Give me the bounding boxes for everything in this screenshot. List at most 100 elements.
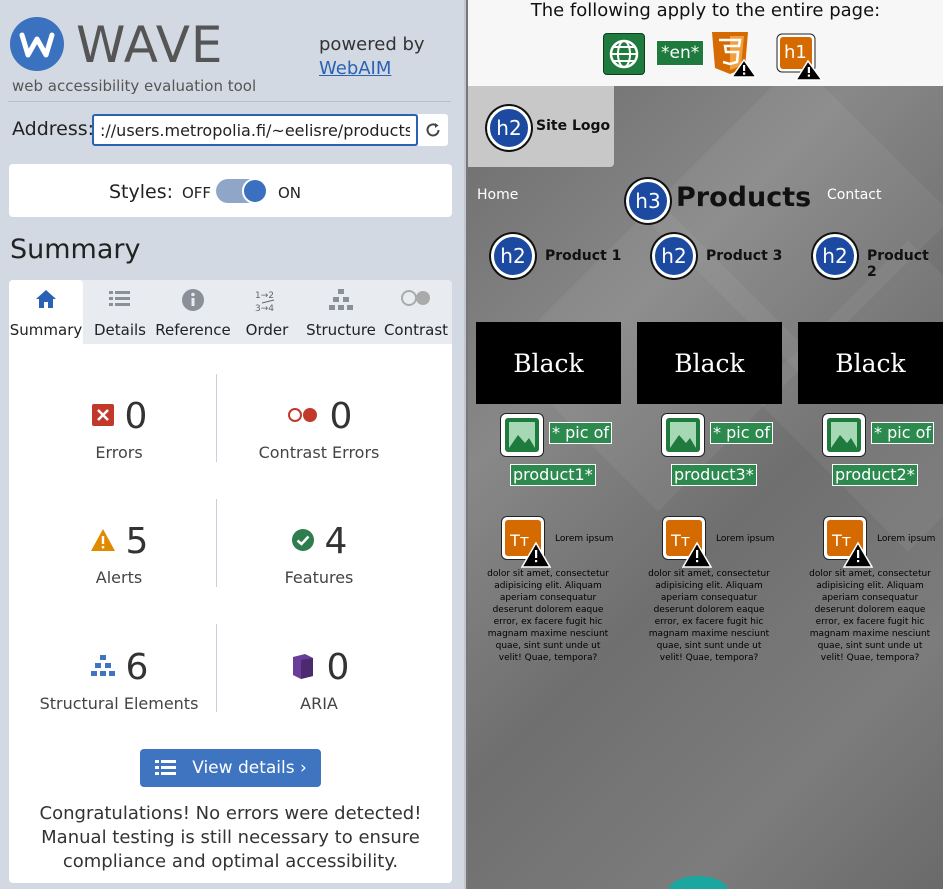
structure-icon bbox=[329, 289, 353, 310]
address-label: Address: bbox=[12, 118, 95, 140]
view-details-button[interactable]: View details › bbox=[140, 749, 321, 787]
html-alert-badge[interactable] bbox=[710, 30, 758, 78]
alerts-label: Alerts bbox=[95, 568, 143, 587]
products-heading: Products bbox=[676, 182, 812, 213]
styles-toggle[interactable] bbox=[216, 178, 268, 204]
heading-alert-icon bbox=[776, 33, 824, 81]
font-size-alert-icon: Tт bbox=[505, 520, 552, 568]
features-stat[interactable]: 4 Features bbox=[219, 521, 419, 587]
aria-label: ARIA bbox=[300, 694, 338, 713]
h1-alert-badge[interactable]: h1 bbox=[776, 33, 824, 81]
structural-stat[interactable]: 6 Structural Elements bbox=[19, 647, 219, 713]
list-icon bbox=[155, 760, 177, 775]
heading-h2-badge[interactable]: h2 bbox=[487, 106, 531, 150]
aria-stat[interactable]: 0 ARIA bbox=[219, 647, 419, 713]
structure-icon bbox=[90, 654, 115, 676]
features-count: 4 bbox=[324, 521, 348, 562]
text-alert-icon[interactable]: Tт bbox=[501, 516, 552, 568]
image-icon bbox=[827, 418, 861, 452]
nav-contact-link[interactable]: Contact bbox=[827, 187, 882, 203]
contrast-error-icon bbox=[287, 407, 317, 422]
alerts-stat[interactable]: 5 Alerts bbox=[19, 521, 219, 587]
wave-sidebar: WAVE web accessibility evaluation tool p… bbox=[0, 0, 466, 889]
site-logo-box[interactable]: h2 Site Logo bbox=[468, 86, 614, 167]
product-heading: Product 1 bbox=[545, 248, 622, 264]
h1-badge-label: h1 bbox=[784, 42, 807, 63]
tab-label: Structure bbox=[306, 321, 376, 339]
product-image: Black bbox=[476, 322, 621, 404]
info-icon bbox=[182, 289, 204, 311]
product-image: Black bbox=[798, 322, 943, 404]
structural-count: 6 bbox=[125, 647, 149, 688]
styles-toggle-box: Styles: OFF ON bbox=[9, 164, 452, 217]
contrast-icon bbox=[401, 290, 430, 306]
congrats-message: Congratulations! No errors were detected… bbox=[39, 803, 422, 872]
language-code-badge[interactable]: *en* bbox=[656, 40, 705, 66]
errors-count: 0 bbox=[124, 396, 148, 437]
nav-home-link[interactable]: Home bbox=[477, 187, 519, 203]
alt-text-feature-icon[interactable] bbox=[500, 413, 544, 457]
contrast-errors-count: 0 bbox=[329, 396, 353, 437]
toggle-knob bbox=[242, 178, 268, 204]
aria-cube-icon bbox=[292, 653, 313, 679]
lorem-heading: Lorem ipsum bbox=[877, 534, 936, 544]
globe-icon bbox=[609, 39, 639, 69]
webaim-link[interactable]: WebAIM bbox=[319, 58, 392, 79]
list-icon bbox=[109, 291, 130, 306]
alt-text-feature-icon[interactable] bbox=[822, 413, 866, 457]
html5-alert-icon bbox=[712, 32, 758, 78]
home-icon bbox=[36, 290, 56, 308]
wave-logo-text: WAVE bbox=[76, 16, 224, 74]
address-input[interactable] bbox=[92, 114, 418, 146]
product-heading: Product 2 bbox=[867, 248, 929, 280]
alt-text-label: * pic of bbox=[549, 422, 612, 444]
language-feature-badge[interactable] bbox=[603, 33, 645, 75]
structural-label: Structural Elements bbox=[39, 694, 199, 713]
alt-text-feature-icon[interactable] bbox=[661, 413, 705, 457]
view-details-label: View details › bbox=[192, 758, 307, 778]
tab-contrast[interactable]: Contrast bbox=[380, 280, 452, 344]
svg-text:Tт: Tт bbox=[509, 531, 529, 550]
lorem-heading: Lorem ipsum bbox=[716, 534, 775, 544]
header-divider bbox=[8, 101, 451, 102]
lorem-body: dolor sit amet, consectetur adipisicing … bbox=[809, 569, 931, 663]
image-icon bbox=[666, 418, 700, 452]
font-size-alert-icon: Tт bbox=[827, 520, 874, 568]
alert-icon bbox=[90, 528, 115, 551]
tab-summary[interactable]: Summary bbox=[9, 280, 83, 344]
heading-h3-badge[interactable]: h3 bbox=[626, 179, 670, 223]
contrast-errors-stat[interactable]: 0 Contrast Errors bbox=[219, 396, 419, 462]
heading-h2-badge[interactable]: h2 bbox=[652, 234, 696, 278]
heading-h2-badge[interactable]: h2 bbox=[813, 234, 857, 278]
site-logo-text: Site Logo bbox=[536, 118, 611, 134]
errors-label: Errors bbox=[95, 443, 143, 462]
lorem-body: dolor sit amet, consectetur adipisicing … bbox=[487, 569, 609, 663]
tab-details[interactable]: Details bbox=[86, 280, 154, 344]
order-icon: 1→23→4 bbox=[255, 291, 274, 314]
tab-reference[interactable]: Reference bbox=[154, 280, 232, 344]
tab-structure[interactable]: Structure bbox=[304, 280, 378, 344]
image-icon bbox=[505, 418, 539, 452]
errors-stat[interactable]: 0 Errors bbox=[19, 396, 219, 462]
reload-button[interactable] bbox=[418, 114, 448, 146]
heading-h2-badge[interactable]: h2 bbox=[491, 234, 535, 278]
svg-text:1→2: 1→2 bbox=[255, 291, 274, 301]
lorem-body: dolor sit amet, consectetur adipisicing … bbox=[648, 569, 770, 663]
text-alert-icon[interactable]: Tт bbox=[823, 516, 874, 568]
evaluated-page: h2 Site Logo Home Contact h3 Products h2… bbox=[468, 86, 943, 889]
product-heading: Product 3 bbox=[706, 248, 783, 264]
svg-text:Tт: Tт bbox=[670, 531, 690, 550]
features-label: Features bbox=[284, 568, 354, 587]
page-note: The following apply to the entire page: bbox=[530, 0, 881, 21]
summary-card: 0 Errors 0 Contrast Errors 5 Alerts 4 Fe… bbox=[9, 344, 452, 883]
text-alert-icon[interactable]: Tт bbox=[662, 516, 713, 568]
svg-text:Tт: Tт bbox=[831, 531, 851, 550]
styles-on-label: ON bbox=[278, 184, 302, 202]
font-size-alert-icon: Tт bbox=[666, 520, 713, 568]
page-level-indicators: The following apply to the entire page: … bbox=[468, 0, 943, 86]
reload-icon bbox=[426, 123, 440, 137]
error-icon bbox=[91, 403, 114, 426]
alt-text-label: product1* bbox=[510, 464, 596, 486]
stat-divider bbox=[216, 374, 217, 462]
